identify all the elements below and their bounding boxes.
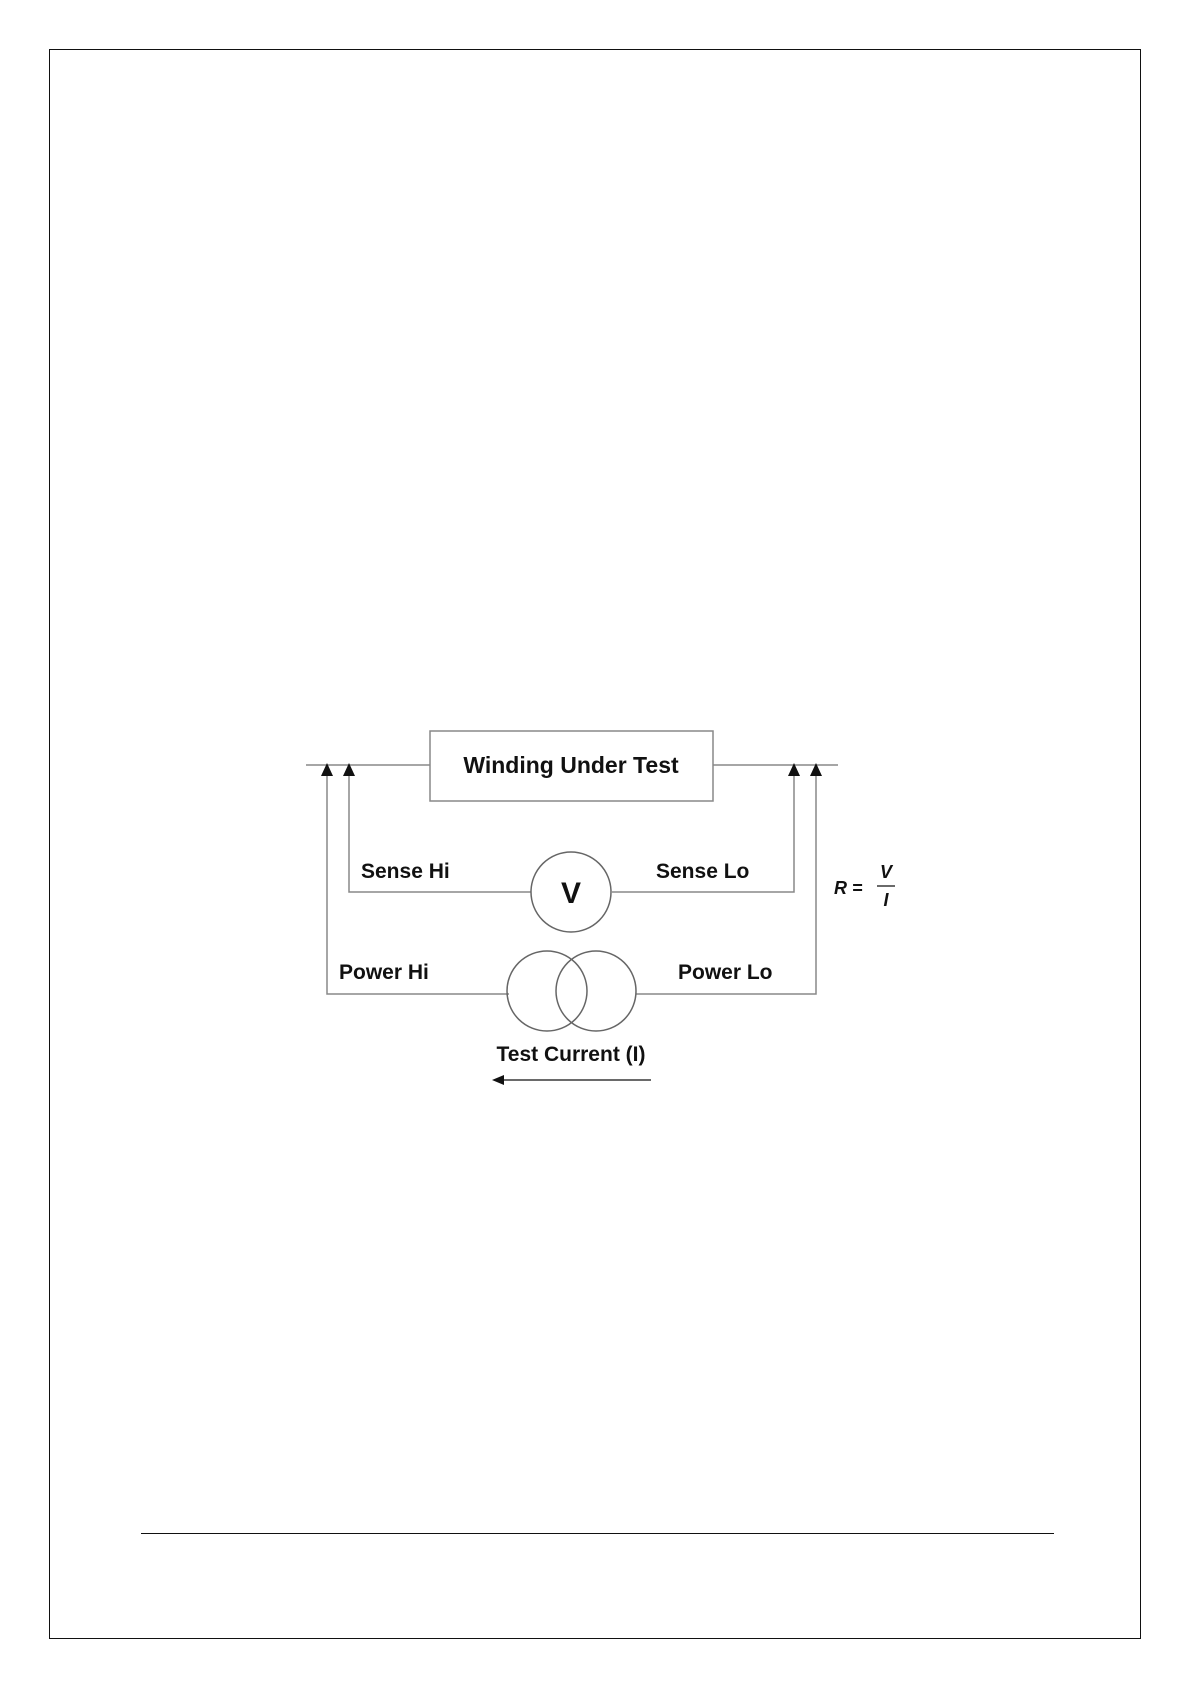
test-current-arrowhead <box>492 1075 504 1085</box>
voltmeter-label: V <box>561 877 581 910</box>
power-hi-label: Power Hi <box>339 961 429 984</box>
sense-lo-label: Sense Lo <box>656 860 749 883</box>
current-source-left-circle <box>507 951 587 1031</box>
power-lo-label: Power Lo <box>678 961 773 984</box>
winding-label: Winding Under Test <box>463 752 679 778</box>
formula-lhs: R = <box>834 878 863 898</box>
formula-numerator: V <box>880 862 894 882</box>
current-source-right-circle <box>556 951 636 1031</box>
sense-hi-label: Sense Hi <box>361 860 450 883</box>
formula-denominator: I <box>883 890 889 910</box>
test-current-label: Test Current (I) <box>497 1043 646 1066</box>
